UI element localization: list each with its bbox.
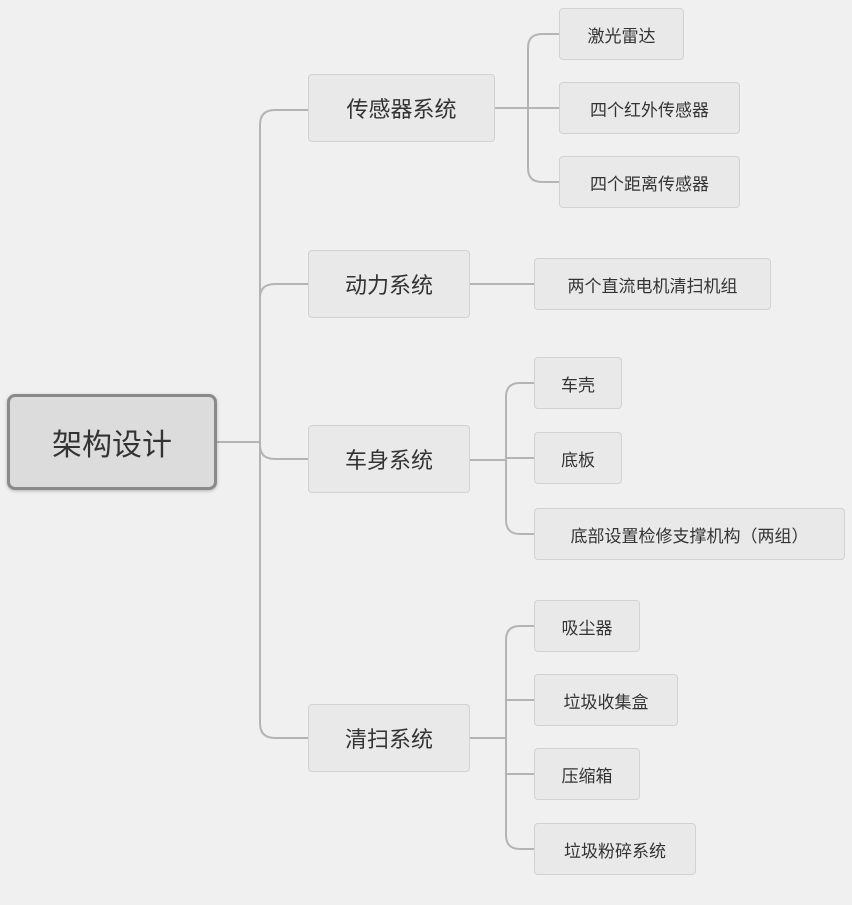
child-garbage-box[interactable]: 垃圾收集盒 [534,674,678,726]
branch-body-system[interactable]: 车身系统 [308,425,470,493]
connector-body-1 [505,382,534,398]
connector-sensor-trunk [495,48,529,168]
connector-trunk [259,109,308,739]
child-shell[interactable]: 车壳 [534,357,622,409]
connector-branch-body [259,444,308,460]
child-dc-motor-units[interactable]: 两个直流电机清扫机组 [534,258,771,310]
child-maintenance-support[interactable]: 底部设置检修支撑机构（两组） [534,508,845,560]
child-vacuum[interactable]: 吸尘器 [534,600,640,652]
connector-branch-power [259,283,308,299]
connector-clean-1 [505,625,534,641]
branch-power-system[interactable]: 动力系统 [308,250,470,318]
connector-body-3 [505,519,534,535]
branch-sensor-system[interactable]: 传感器系统 [308,74,495,142]
connector-clean-4 [505,834,534,850]
branch-cleaning-system[interactable]: 清扫系统 [308,704,470,772]
child-base-plate[interactable]: 底板 [534,432,622,484]
child-infrared-sensors[interactable]: 四个红外传感器 [559,82,740,134]
connector-clean-trunk [470,640,507,835]
child-compression-box[interactable]: 压缩箱 [534,748,640,800]
child-lidar[interactable]: 激光雷达 [559,8,684,60]
connector-sensor-3 [527,167,559,183]
root-node[interactable]: 架构设计 [7,394,217,490]
child-distance-sensors[interactable]: 四个距离传感器 [559,156,740,208]
child-garbage-crusher[interactable]: 垃圾粉碎系统 [534,823,696,875]
connector-body-trunk [470,397,507,520]
connector-sensor-1 [527,33,559,49]
